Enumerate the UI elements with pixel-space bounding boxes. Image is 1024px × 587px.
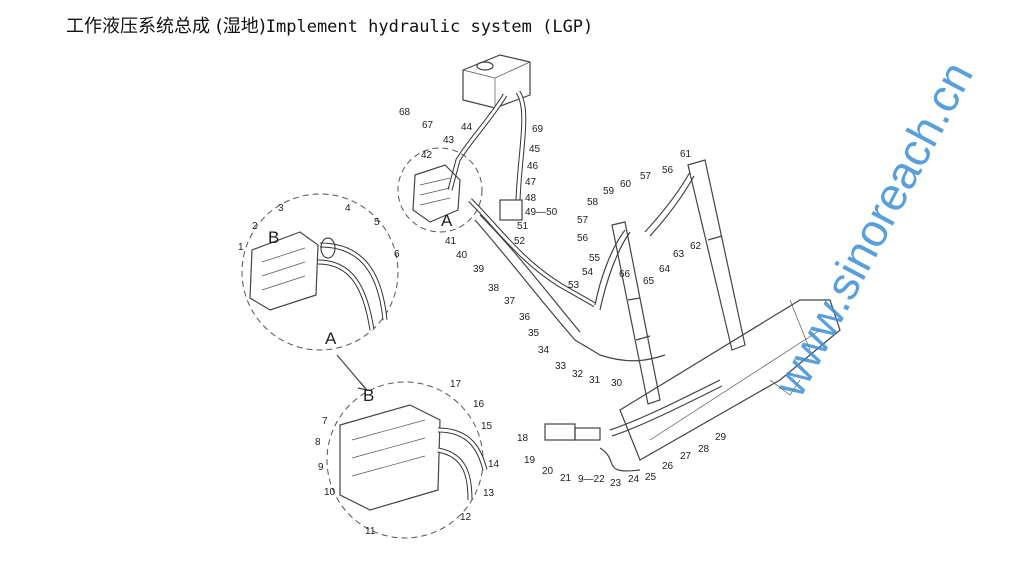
callout: 52 [514, 236, 526, 247]
callout: 18 [517, 433, 529, 444]
callout: 53 [568, 280, 580, 291]
callout: 48 [525, 193, 537, 204]
callout: 56 [662, 165, 674, 176]
callout: 49—50 [525, 207, 558, 218]
callout: 2 [252, 221, 258, 232]
callout: 68 [399, 107, 411, 118]
callout: 47 [525, 177, 537, 188]
callout: 36 [519, 312, 531, 323]
callout: 9 [318, 462, 324, 473]
callout: 28 [698, 444, 710, 455]
callout: 12 [460, 512, 472, 523]
callout: 13 [483, 488, 495, 499]
callout: 38 [488, 283, 500, 294]
callout: 57 [640, 171, 652, 182]
callout: 46 [527, 161, 539, 172]
callout: 62 [690, 241, 702, 252]
callout: 7 [322, 416, 328, 427]
callout: 15 [481, 421, 493, 432]
hoses [447, 90, 723, 472]
detail-b-top [241, 193, 399, 351]
callout: 14 [488, 459, 500, 470]
callout-labels: 68 67 43 44 69 45 42 46 47 48 49—50 51 5… [238, 107, 727, 537]
callout: 44 [461, 122, 473, 133]
callout: 33 [555, 361, 567, 372]
callout: 30 [611, 378, 623, 389]
detail-circle-a [397, 147, 483, 233]
callout: 59 [603, 186, 615, 197]
callout: 32 [572, 369, 584, 380]
callout: 10 [324, 487, 336, 498]
callout: 64 [659, 264, 671, 275]
callout: 19 [524, 455, 536, 466]
callout: 43 [443, 135, 455, 146]
callout: 29 [715, 432, 727, 443]
callout: 69 [532, 124, 544, 135]
detail-label-a: A [325, 329, 337, 348]
callout: 23 [610, 478, 622, 489]
arrow-head-icon [357, 381, 369, 391]
callout: 25 [645, 472, 657, 483]
callout: 27 [680, 451, 692, 462]
callout: 54 [582, 267, 594, 278]
callout: 21 [560, 473, 572, 484]
callout: 4 [345, 203, 351, 214]
callout: 31 [589, 375, 601, 386]
callout: 17 [450, 379, 462, 390]
callout: 35 [528, 328, 540, 339]
callout: 40 [456, 250, 468, 261]
detail-label-b: B [268, 228, 279, 247]
detail-label-a: A [441, 211, 453, 230]
callout: 42 [421, 150, 433, 161]
callout: 11 [365, 526, 376, 537]
callout: 16 [473, 399, 485, 410]
detail-label-b: B [363, 386, 374, 405]
hydraulic-tank [462, 54, 531, 109]
callout: 39 [473, 264, 485, 275]
title-chinese: 工作液压系统总成 (湿地) [66, 16, 266, 37]
callout: 37 [504, 296, 516, 307]
callout: 55 [589, 253, 601, 264]
callout: 26 [662, 461, 674, 472]
callout: 61 [680, 149, 692, 160]
callout: 34 [538, 345, 550, 356]
callout: 24 [628, 474, 640, 485]
watermark: www.sinoreach.cn [762, 53, 982, 406]
callout: 8 [315, 437, 321, 448]
callout: 9—22 [578, 474, 605, 485]
callout: 63 [673, 249, 685, 260]
callout: 57 [577, 215, 589, 226]
callout: 65 [643, 276, 655, 287]
callout: 51 [517, 221, 529, 232]
callout: 3 [278, 203, 284, 214]
callout: 67 [422, 120, 434, 131]
callout: 58 [587, 197, 599, 208]
callout: 56 [577, 233, 589, 244]
boom-arm [619, 299, 841, 461]
callout: 1 [238, 242, 244, 253]
callout: 6 [394, 249, 400, 260]
title-english: Implement hydraulic system (LGP) [265, 17, 594, 37]
control-valve [412, 164, 523, 223]
callout: 60 [620, 179, 632, 190]
bucket-cylinder-valve [544, 423, 601, 441]
lift-cylinders [611, 159, 746, 405]
detail-b-bottom [326, 381, 488, 539]
page-title: 工作液压系统总成 (湿地)Implement hydraulic system … [66, 12, 593, 38]
callout: 41 [445, 236, 457, 247]
callout: 45 [529, 144, 541, 155]
callout: 5 [374, 217, 380, 228]
callout: 20 [542, 466, 554, 477]
callout: 66 [619, 269, 631, 280]
